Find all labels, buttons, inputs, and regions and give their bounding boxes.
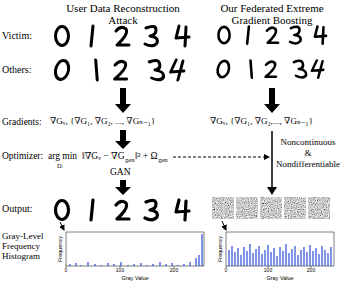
axis-title: Gray Value: [266, 275, 293, 281]
formula-subscript: gen: [125, 156, 134, 163]
reconstructed-digits: [56, 200, 190, 220]
note-text: Nondifferentiable: [275, 160, 341, 170]
row-label: Victim:: [2, 30, 32, 41]
method-label: GAN: [110, 167, 131, 177]
mnist-digits: [217, 26, 326, 77]
histogram-left: [66, 232, 204, 268]
row-label: Output:: [2, 203, 33, 214]
tick-label: 100: [116, 268, 124, 274]
gradient-formula: ∇Gᵥ, {∇G₁, ∇G₂,..., ∇Gₙ₋₁}: [210, 117, 313, 127]
tick-label: 200: [170, 268, 178, 274]
histogram-right: [226, 232, 334, 268]
row-label: Optimizer:: [2, 151, 43, 161]
row-label: Gray-Level Frequency Histogram: [2, 232, 50, 262]
note-text: Noncontinuous: [275, 138, 341, 148]
formula-part: ‖² + Ω: [135, 151, 158, 161]
tick-label: 0: [225, 268, 228, 274]
axis-title: Frequency: [217, 236, 223, 262]
row-label: Gradients:: [2, 117, 42, 127]
formula-part: arg min: [48, 151, 77, 161]
formula-subscript: gen: [158, 156, 167, 163]
tick-label: 100: [264, 268, 272, 274]
axis-title: Frequency: [57, 236, 63, 262]
formula-subscript: Dᵢ: [57, 162, 63, 169]
tick-label: 0: [65, 268, 68, 274]
mnist-digits: [54, 26, 189, 80]
note-text: &: [275, 149, 341, 159]
column-heading: User Data Reconstruction Attack: [63, 2, 183, 26]
flow-arrows: [60, 88, 280, 230]
axis-title: Gray Value: [121, 275, 148, 281]
formula-part: ‖∇Gᵥ − ∇G: [82, 151, 125, 161]
row-label: Others:: [2, 64, 31, 75]
tick-label: 200: [307, 268, 315, 274]
gradient-formula: ∇Gᵥ, {∇G₁, ∇G₂, ..., ∇Gₙ₋₁}: [50, 117, 155, 127]
column-heading: Our Federated Extreme Gradient Boosting: [210, 2, 334, 26]
noise-images: [212, 197, 330, 219]
